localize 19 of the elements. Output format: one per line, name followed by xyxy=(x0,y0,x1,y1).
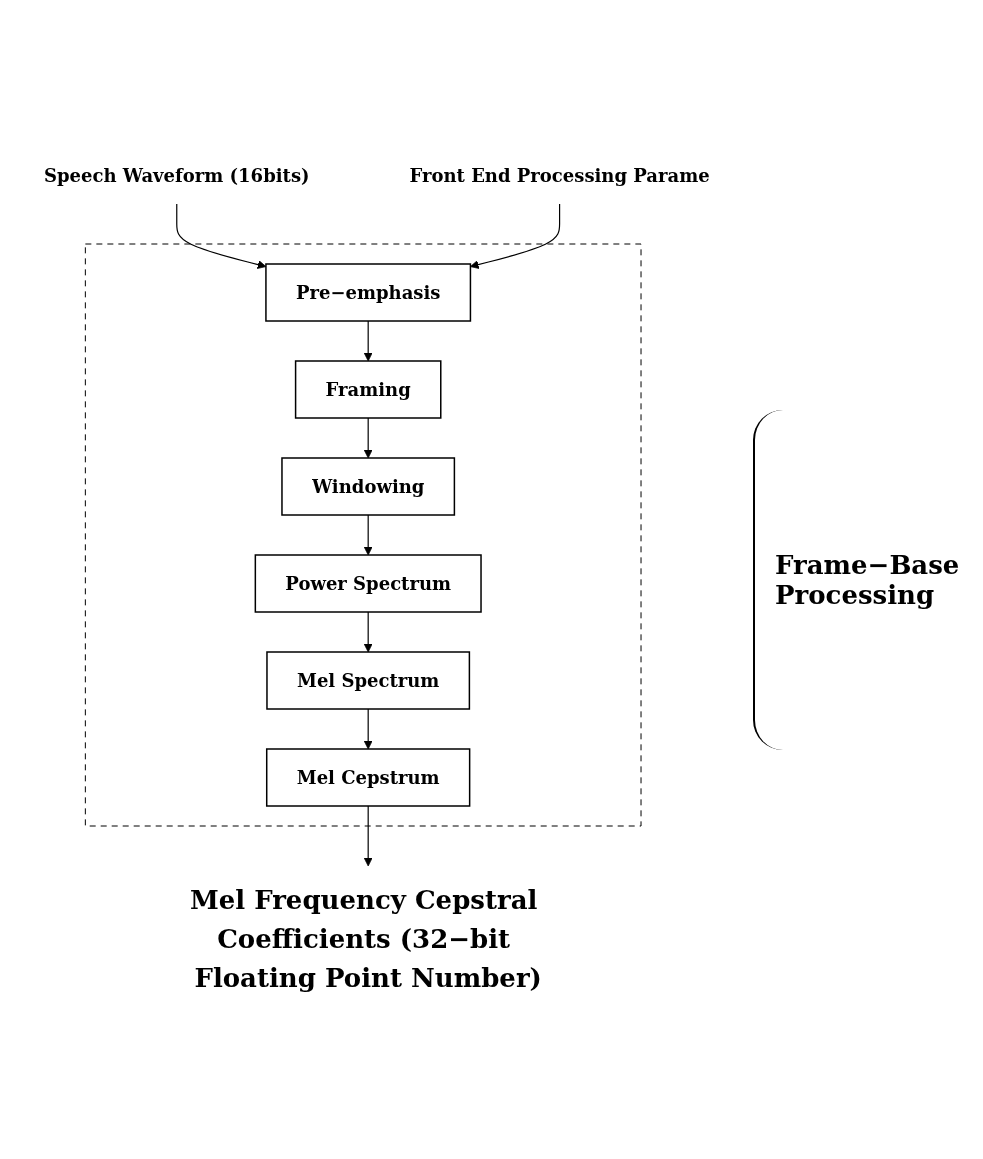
node-box: Mel Spectrum xyxy=(265,650,470,710)
bracket-note: Frame−Base Processing xyxy=(753,409,983,750)
cluster xyxy=(84,243,642,826)
node-box: Framing xyxy=(294,359,442,419)
arrow xyxy=(363,610,373,652)
node-box: Power Spectrum xyxy=(254,553,482,613)
node-box: Windowing xyxy=(280,456,455,516)
arrow xyxy=(363,416,373,458)
arrow xyxy=(363,513,373,555)
arrow xyxy=(363,804,373,866)
node-box: Pre−emphasis xyxy=(264,262,471,322)
node-box: Mel Cepstrum xyxy=(265,747,471,807)
arrow xyxy=(363,319,373,361)
arrow xyxy=(175,202,266,269)
arrow xyxy=(469,202,560,269)
node-text: Front End Processing Parame xyxy=(409,164,710,186)
arrow xyxy=(363,707,373,749)
node-text: Speech Waveform (16bits) xyxy=(43,164,310,186)
node-text: Mel Frequency Cepstral Coefficients (32−bit Floating Point Number) xyxy=(189,884,542,993)
